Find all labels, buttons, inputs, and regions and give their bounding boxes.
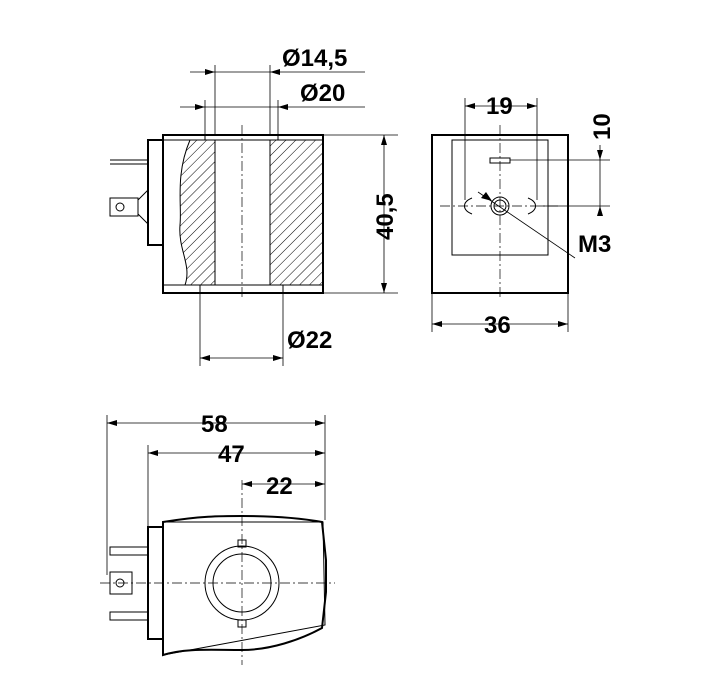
dim-body-length: 47 [218,441,245,468]
center-screw-inner [493,199,507,213]
hatched-section-left [179,140,215,285]
terminal-arc-left [464,197,473,215]
dim-center-offset: 22 [266,473,293,500]
terminal-hole [115,202,125,212]
terminal-arc-right [527,197,536,215]
dim-bore-diameter: Ø14,5 [282,45,347,72]
dim-thread: M3 [578,231,611,258]
bottom-view: 58 47 22 [100,411,335,665]
dim-height: 40,5 [372,193,399,240]
dim-terminal-spacing: 19 [486,93,513,120]
hatched-section-right [270,140,322,285]
dim-terminal-offset: 10 [589,113,616,140]
front-view: 19 10 M3 36 [431,93,616,339]
dim-overall-length: 58 [201,411,228,438]
dim-width: 36 [484,312,511,339]
coil-body-top [162,514,327,657]
section-view: Ø14,5 Ø20 40,5 Ø22 [109,45,399,366]
center-screw-outer [490,196,510,216]
earth-slot [489,157,511,164]
dim-base-diameter: Ø22 [287,327,332,354]
connector-block [147,139,164,246]
dim-sleeve-diameter: Ø20 [300,80,345,107]
break-line [179,139,191,286]
terminal-tab [109,197,139,217]
